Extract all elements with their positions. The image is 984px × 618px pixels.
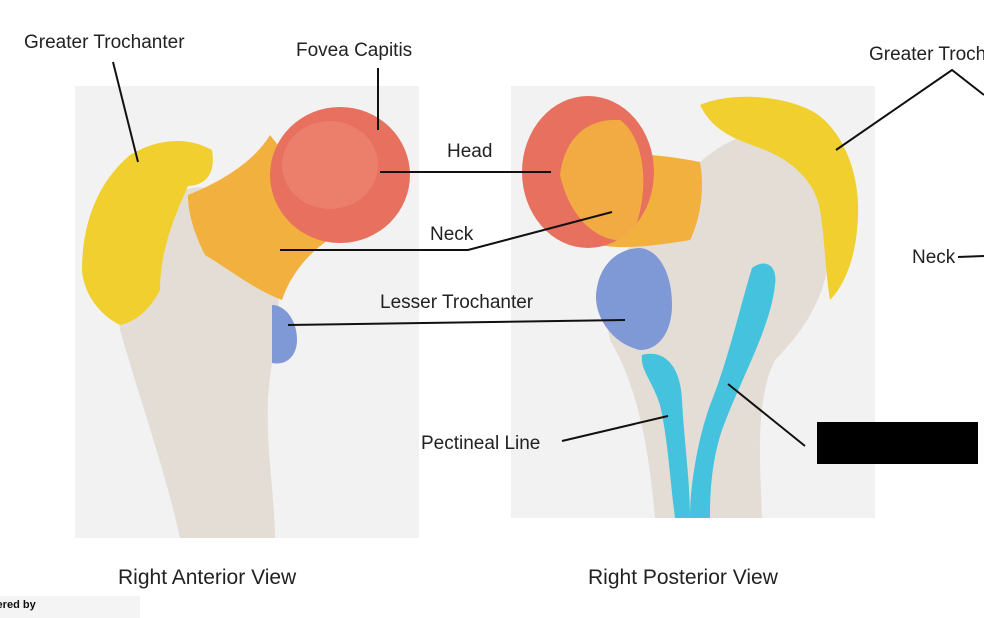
leader-masked — [727, 383, 806, 447]
anterior-lesser-trochanter — [272, 305, 297, 364]
label-neck-right: Neck — [912, 247, 956, 268]
leader-greater-trochanter-right — [835, 68, 984, 151]
label-greater-trochanter-right: Greater Troch — [869, 44, 984, 65]
caption-posterior-view: Right Posterior View — [588, 566, 778, 589]
leader-neck — [280, 211, 613, 251]
powered-by-text: wered by — [0, 599, 36, 611]
label-pectineal-line: Pectineal Line — [421, 433, 541, 454]
hidden-label-box[interactable] — [817, 422, 978, 464]
label-head: Head — [447, 141, 493, 162]
pectineal-line-ridge — [641, 353, 690, 518]
leader-pectineal-line — [561, 415, 669, 442]
posterior-greater-trochanter — [700, 96, 859, 301]
leader-greater-trochanter-left — [112, 61, 139, 163]
label-greater-trochanter-left: Greater Trochanter — [24, 32, 185, 53]
leader-lesser-trochanter — [287, 319, 626, 326]
label-lesser-trochanter: Lesser Trochanter — [380, 292, 534, 313]
label-neck: Neck — [430, 224, 474, 245]
anterior-greater-trochanter — [82, 140, 213, 325]
anterior-neck — [188, 135, 345, 300]
powered-by-badge[interactable]: wered by — [0, 596, 140, 618]
leader-lines — [112, 61, 984, 447]
leader-neck-right — [957, 255, 984, 258]
label-fovea-capitis: Fovea Capitis — [296, 40, 413, 61]
linea-aspera-ridge — [690, 263, 776, 518]
caption-anterior-view: Right Anterior View — [118, 566, 297, 589]
posterior-lesser-trochanter — [595, 248, 672, 350]
